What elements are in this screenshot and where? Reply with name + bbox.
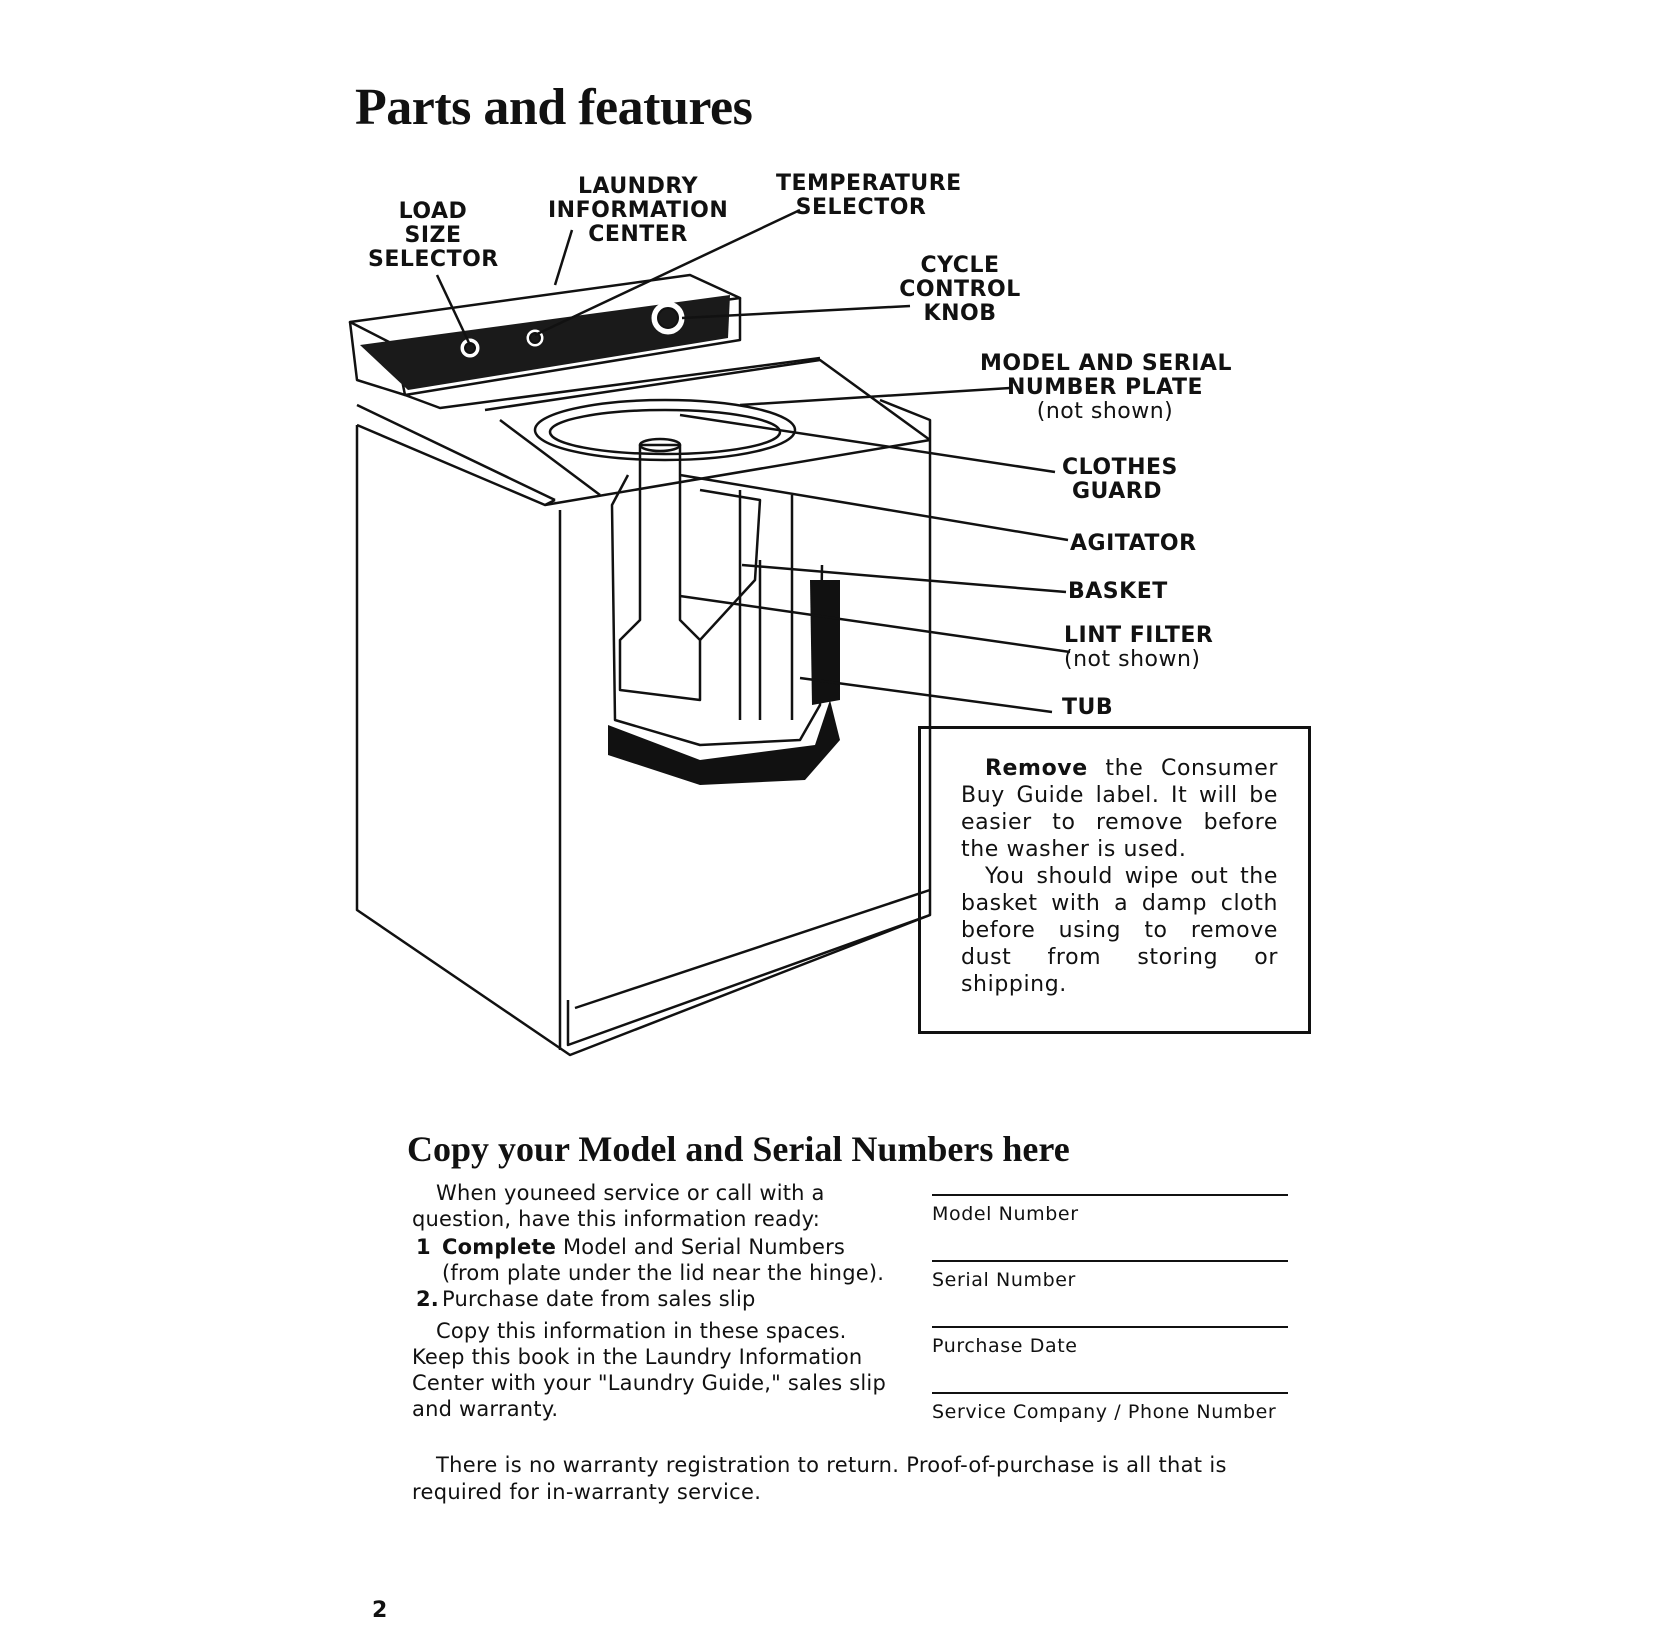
intro-text: When youneed service or call with a ques… (412, 1181, 825, 1231)
leader-model-serial (739, 386, 1011, 407)
label-tub: TUB (1062, 695, 1114, 720)
leader-load-size (435, 274, 472, 346)
tub-opening (533, 398, 797, 462)
page-title: Parts and features (355, 79, 753, 136)
leader-tub (799, 676, 1053, 714)
service-company-field[interactable]: Service Company / Phone Number (932, 1392, 1288, 1458)
agitator-shape (618, 443, 702, 702)
label-temperature: TEMPERATURE SELECTOR (776, 171, 962, 220)
purchase-date-field[interactable]: Purchase Date (932, 1326, 1288, 1392)
label-agitator: AGITATOR (1070, 531, 1197, 556)
label-cycle-control: CYCLE CONTROL KNOB (899, 253, 1021, 326)
label-clothes-guard: CLOTHES GUARD (1062, 455, 1178, 504)
copy-instructions: When youneed service or call with a ques… (412, 1180, 902, 1422)
leader-lint-filter (679, 594, 1071, 654)
notice-lead: Remove (985, 756, 1088, 781)
page-number: 2 (372, 1598, 388, 1623)
copy-instruction-text: Copy this information in these spaces. K… (412, 1319, 886, 1421)
leader-laundry-info (553, 229, 574, 286)
label-lint-filter: LINT FILTER (not shown) (1064, 623, 1214, 672)
leader-agitator (679, 473, 1069, 542)
leader-cycle-control (681, 304, 911, 320)
list-item: 2.Purchase date from sales slip (416, 1287, 756, 1311)
warranty-note: There is no warranty registration to ret… (412, 1453, 1227, 1504)
leader-temperature (534, 208, 801, 337)
label-laundry-info: LAUNDRY INFORMATION CENTER (548, 174, 729, 247)
label-basket: BASKET (1068, 579, 1168, 604)
top-panel (356, 423, 931, 507)
notice-text-1: the Consumer Buy Guide label. It will be… (961, 756, 1278, 862)
tub-cutaway (610, 474, 824, 747)
cabinet-body (355, 398, 932, 1057)
label-model-serial: MODEL AND SERIAL NUMBER PLATE (not shown… (980, 351, 1232, 424)
tub-band (608, 700, 840, 785)
serial-number-field[interactable]: Serial Number (932, 1260, 1288, 1326)
consumer-buy-guide-notice: Remove the Consumer Buy Guide label. It … (918, 726, 1311, 1034)
section-title: Copy your Model and Serial Numbers here (407, 1129, 1070, 1169)
label-load-size: LOAD SIZE SELECTOR (368, 199, 499, 272)
console-face (360, 295, 730, 390)
model-number-field[interactable]: Model Number (932, 1194, 1288, 1260)
notice-text-2: You should wipe out the basket with a da… (961, 864, 1278, 997)
leader-clothes-guard (679, 413, 1056, 474)
record-fields: Model Number Serial Number Purchase Date… (932, 1194, 1288, 1458)
leader-basket (741, 563, 1067, 594)
